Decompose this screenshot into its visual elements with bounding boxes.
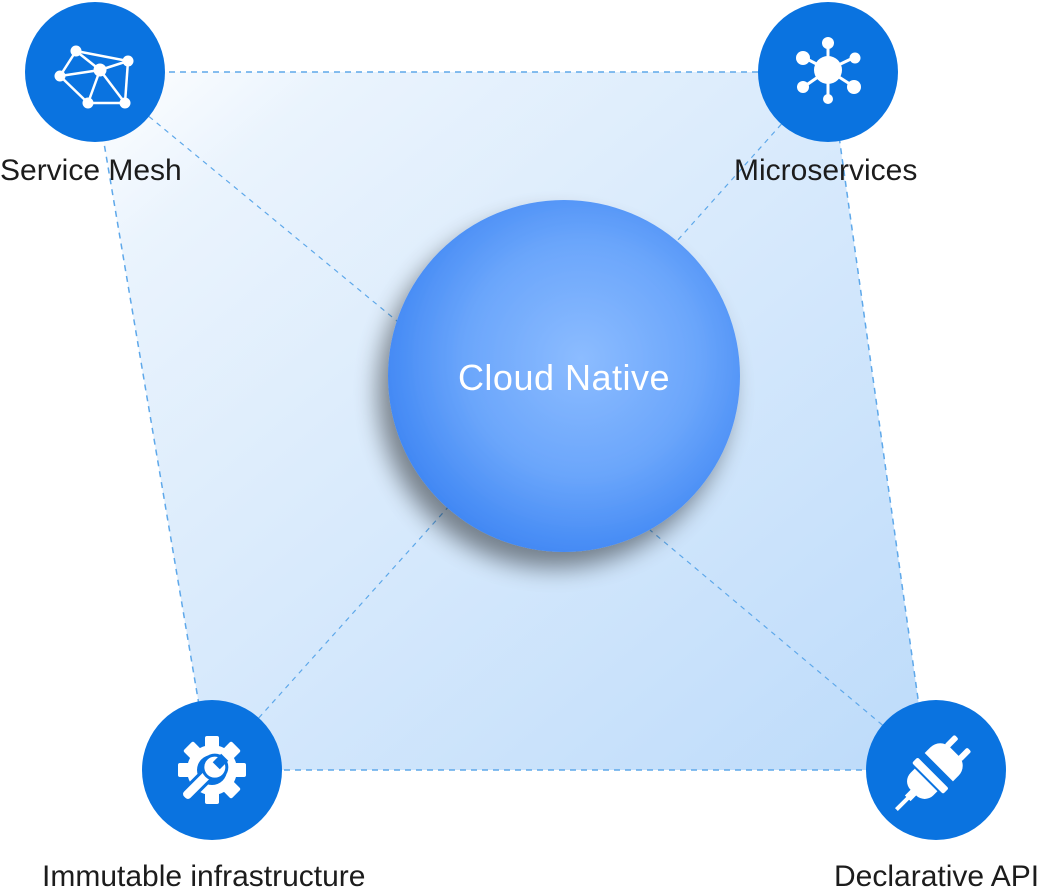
microservices-label: Microservices	[734, 154, 918, 187]
gear-wrench-icon	[178, 736, 246, 804]
service-mesh-label: Service Mesh	[0, 154, 182, 187]
center-label: Cloud Native	[457, 357, 671, 398]
center-circle	[388, 200, 740, 552]
node-declarative-api[interactable]	[866, 700, 1006, 840]
panel-outline	[91, 71, 929, 771]
declarative-api-label: Declarative API	[834, 860, 1040, 893]
node-immutable-infrastructure[interactable]	[142, 700, 282, 840]
node-service-mesh[interactable]	[25, 2, 165, 142]
immutable-infrastructure-label: Immutable infrastructure	[42, 860, 366, 893]
plug-icon	[894, 735, 971, 812]
node-microservices[interactable]	[758, 2, 898, 142]
mesh-network-icon	[54, 45, 134, 109]
connector-service-mesh	[94, 71, 421, 341]
hub-nodes-icon	[796, 37, 861, 104]
